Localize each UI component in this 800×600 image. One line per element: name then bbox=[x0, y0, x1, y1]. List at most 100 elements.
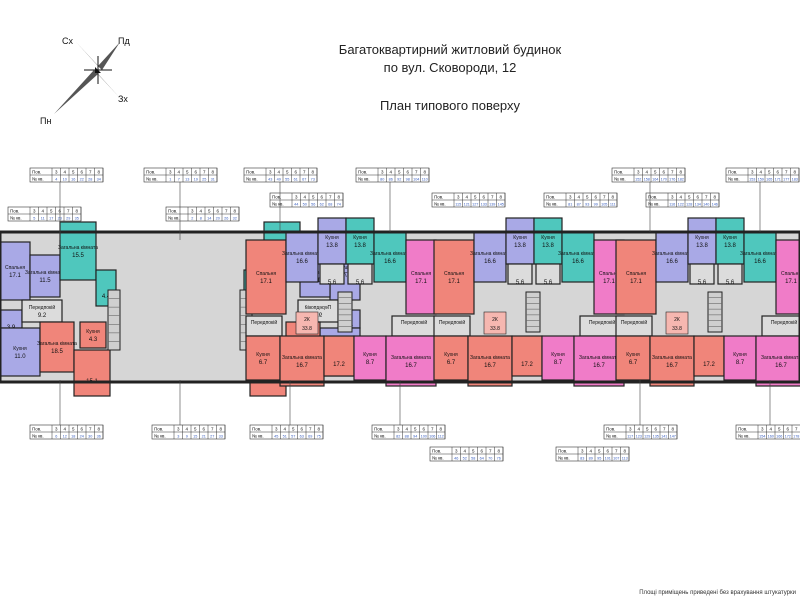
table-apt-number: 106 bbox=[429, 434, 435, 438]
table-floor: 5 bbox=[292, 426, 295, 431]
table-apt-number: 35 bbox=[75, 216, 79, 220]
table-floor: 6 bbox=[594, 194, 597, 199]
room-area: 17.2 bbox=[521, 362, 533, 368]
table-apt-number: 107 bbox=[613, 456, 619, 460]
room-fill bbox=[73, 349, 111, 397]
table-row-label: Пов. bbox=[246, 169, 255, 174]
room: 5.6 bbox=[535, 263, 561, 286]
table-apt-number: 24 bbox=[80, 434, 84, 438]
table-apt-number: 70 bbox=[488, 456, 492, 460]
table-apt-number: 83 bbox=[580, 456, 584, 460]
table-apt-number: 140 bbox=[703, 202, 709, 206]
table-floor: 6 bbox=[406, 169, 409, 174]
table-row-label: № кв. bbox=[648, 201, 660, 206]
room: 17.2 bbox=[323, 335, 355, 377]
room-area: 8.7 bbox=[366, 360, 375, 366]
table-floor: 8 bbox=[439, 426, 442, 431]
room-fill bbox=[373, 231, 407, 283]
room-fill bbox=[245, 335, 281, 381]
table-apt-number: 135 bbox=[653, 434, 659, 438]
table-floor: 5 bbox=[194, 426, 197, 431]
room-fill bbox=[649, 335, 695, 387]
table-apt-number: 88 bbox=[405, 434, 409, 438]
table-apt-number: 5 bbox=[33, 216, 35, 220]
table-floor: 7 bbox=[671, 169, 674, 174]
table-apt-number: 123 bbox=[636, 434, 642, 438]
table-apt-number: 81 bbox=[568, 202, 572, 206]
table-apt-number: 67 bbox=[302, 177, 306, 181]
table-floor: 7 bbox=[225, 208, 228, 213]
table-row-label: Пов. bbox=[648, 194, 657, 199]
room-area: 17.1 bbox=[630, 279, 642, 285]
table-floor: 5 bbox=[398, 169, 401, 174]
table-floor: 7 bbox=[415, 169, 418, 174]
room-label: Кухня bbox=[444, 352, 458, 358]
table-apt-number: 13 bbox=[185, 177, 189, 181]
table-apt-number: 164 bbox=[652, 177, 658, 181]
room-label: Кухня bbox=[626, 352, 640, 358]
table-apt-number: 21 bbox=[202, 434, 206, 438]
table-apt-number: 46 bbox=[454, 456, 458, 460]
table-apt-number: 30 bbox=[88, 434, 92, 438]
table-floor: 7 bbox=[489, 448, 492, 453]
table-floor: 7 bbox=[663, 426, 666, 431]
table-apt-number: 176 bbox=[669, 177, 675, 181]
room-area: 5.6 bbox=[328, 280, 337, 286]
table-floor: 7 bbox=[89, 169, 92, 174]
table-apt-number: 145 bbox=[498, 202, 504, 206]
room-area: 18.5 bbox=[51, 349, 63, 355]
table-floor: 3 bbox=[455, 448, 458, 453]
table-floor: 5 bbox=[50, 208, 53, 213]
room-area: 5.6 bbox=[726, 280, 735, 286]
room-area: 17.1 bbox=[260, 279, 272, 285]
room-area: 16.7 bbox=[296, 363, 308, 369]
room-area: 16.6 bbox=[296, 259, 308, 265]
table-apt-number: 122 bbox=[678, 202, 684, 206]
table-row-label: № кв. bbox=[168, 215, 180, 220]
table-floor: 5 bbox=[768, 169, 771, 174]
table-floor: 5 bbox=[72, 169, 75, 174]
room: 17.2 bbox=[511, 335, 543, 377]
room-label: Кухня bbox=[733, 352, 747, 358]
table-apt-number: 154 bbox=[759, 434, 765, 438]
room: 5.6 bbox=[689, 263, 715, 286]
room-label: Передпокій bbox=[305, 304, 332, 311]
room-label: Кухня bbox=[325, 235, 339, 241]
room-label: Кухня bbox=[256, 352, 270, 358]
table-floor: 5 bbox=[208, 208, 211, 213]
table-row-label: № кв. bbox=[10, 215, 22, 220]
table-apt-number: 61 bbox=[294, 177, 298, 181]
room-area: 6.7 bbox=[259, 360, 268, 366]
room-fill bbox=[433, 335, 469, 381]
room-label: Загальна кімната bbox=[740, 251, 780, 257]
table-floor: 4 bbox=[277, 169, 280, 174]
table-apt-number: 100 bbox=[421, 434, 427, 438]
room-area: 4.4 bbox=[102, 294, 111, 300]
table-apt-number: 76 bbox=[497, 456, 501, 460]
table-floor: 8 bbox=[233, 208, 236, 213]
table-floor: 5 bbox=[598, 448, 601, 453]
stair-well bbox=[337, 291, 353, 333]
table-apt-number: 129 bbox=[644, 434, 650, 438]
table-floor: 4 bbox=[303, 194, 306, 199]
table-row-label: Пов. bbox=[614, 169, 623, 174]
apartment-type: 2К bbox=[674, 317, 680, 323]
table-apt-number: 3 bbox=[177, 434, 179, 438]
table-apt-number: 166 bbox=[776, 434, 782, 438]
table-apt-number: 171 bbox=[775, 177, 781, 181]
compass-label-sw: Пн bbox=[40, 116, 52, 126]
room-fill bbox=[615, 239, 657, 315]
table-apt-number: 68 bbox=[328, 202, 332, 206]
table-floor: 3 bbox=[761, 426, 764, 431]
room-area: 17.1 bbox=[415, 279, 427, 285]
apartment-table-bottom: Пов.№ кв.315441605166617271788184 bbox=[735, 424, 800, 440]
table-floor: 8 bbox=[219, 426, 222, 431]
table-apt-number: 182 bbox=[678, 177, 684, 181]
table-floor: 5 bbox=[778, 426, 781, 431]
